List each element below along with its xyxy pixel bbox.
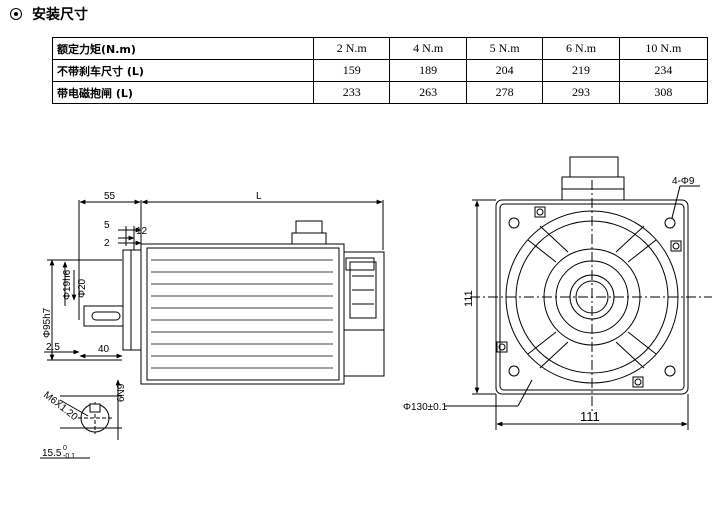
height-111: 111 <box>463 290 475 307</box>
dim-L: L <box>256 191 262 202</box>
pcd-spec: Φ130±0.1 <box>403 402 447 413</box>
table-cell: 293 <box>542 81 620 104</box>
table-cell: 204 <box>465 59 544 82</box>
dim-phi95: Φ95h7 <box>42 307 53 338</box>
front-view <box>444 156 712 430</box>
dim-5: 5 <box>104 220 110 231</box>
holes-spec: 4-Φ9 <box>672 176 695 187</box>
key-tol-top: 0 <box>63 445 67 452</box>
dim-phi20: Φ20 <box>77 278 88 298</box>
row-label: 带电磁抱闸 (L) <box>52 81 314 104</box>
section-title-text: 安装尺寸 <box>32 7 88 23</box>
section-title: 安装尺寸 <box>10 4 88 24</box>
side-view <box>40 199 385 459</box>
dim-55: 55 <box>104 191 116 202</box>
target-circle-icon <box>10 8 22 20</box>
key-width: 6N9 <box>116 383 127 402</box>
table-cell: 233 <box>312 81 391 104</box>
table-cell: 278 <box>465 81 544 104</box>
dim-40: 40 <box>98 344 110 355</box>
thread-spec: M6X1.20 <box>41 390 80 424</box>
dim-2: 2 <box>104 238 110 249</box>
key-depth: 15.5 <box>42 448 62 459</box>
table-cell: 219 <box>542 59 620 82</box>
spec-table: 额定力矩(N.m) 2 N.m 4 N.m 5 N.m 6 N.m 10 N.m… <box>52 37 709 104</box>
table-cell: 263 <box>389 81 467 104</box>
table-row: 带电磁抱闸 (L) 233 263 278 293 308 <box>52 81 709 104</box>
dim-2-5: 2.5 <box>46 342 60 353</box>
table-row: 不带刹车尺寸 (L) 159 189 204 219 234 <box>52 59 709 82</box>
table-cell: 308 <box>618 81 709 104</box>
key-tol-bottom: -0.1 <box>63 453 75 460</box>
width-111: 111 <box>580 409 600 424</box>
dim-phi19: Φ19h6 <box>62 269 73 300</box>
dim-12: 12 <box>136 226 148 237</box>
